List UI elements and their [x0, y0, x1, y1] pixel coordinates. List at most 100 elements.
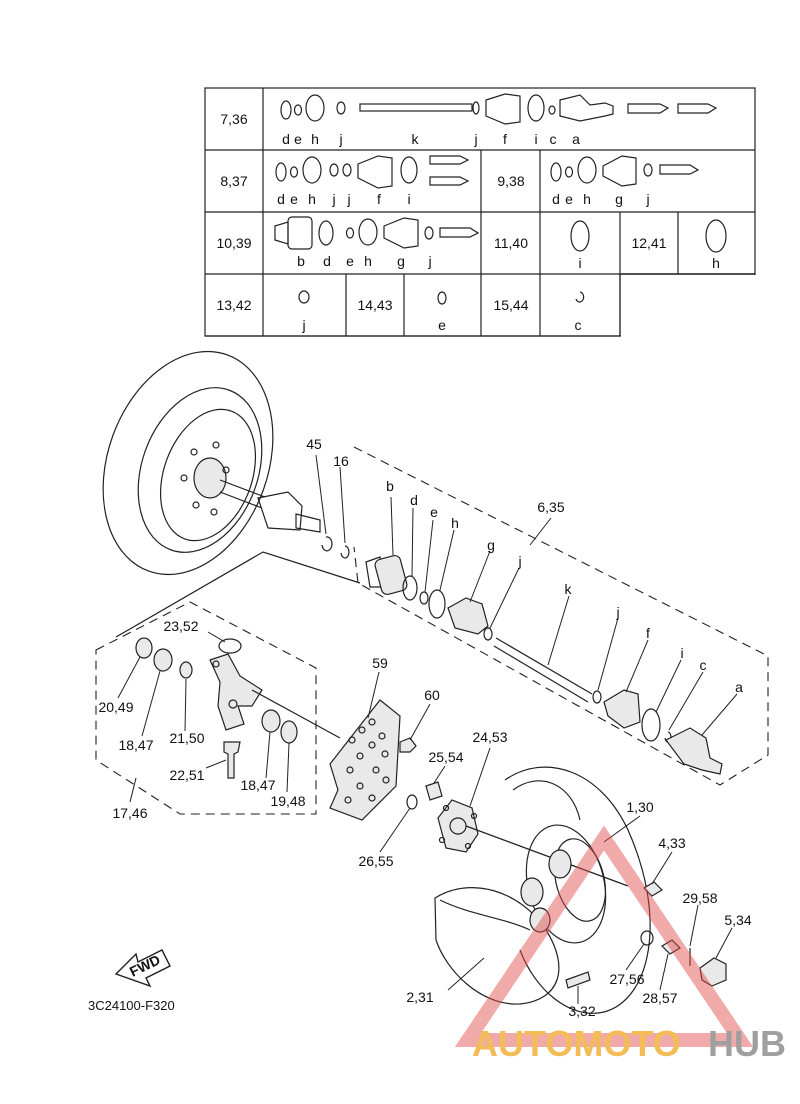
clip-45 [315, 454, 333, 552]
svg-text:d: d [323, 253, 331, 269]
table-ref-10-39: 10,39 [216, 235, 251, 251]
callout-25-54: 25,54 [428, 749, 463, 765]
knuckle-axis-line [251, 689, 341, 739]
callout-c: c [700, 657, 707, 673]
svg-text:j: j [427, 253, 431, 269]
svg-text:h: h [364, 253, 372, 269]
svg-text:b: b [297, 253, 305, 269]
callout-24-53: 24,53 [472, 729, 507, 745]
svg-text:j: j [645, 191, 649, 207]
callout-29-58: 29,58 [682, 890, 717, 906]
svg-text:c: c [550, 131, 557, 147]
lower-wheel-tire [434, 766, 651, 1014]
svg-text:h: h [308, 191, 316, 207]
svg-text:j: j [338, 131, 342, 147]
table-ref-12-41: 12,41 [631, 235, 666, 251]
upper-drive-shaft [219, 479, 321, 533]
svg-text:e: e [565, 191, 573, 207]
svg-text:h: h [583, 191, 591, 207]
svg-text:a: a [572, 131, 580, 147]
band-h [428, 529, 455, 619]
svg-text:c: c [575, 317, 582, 333]
brake-disc-59 [329, 671, 401, 821]
row-7-36-letters: d e h j k j f i c a [282, 131, 580, 147]
row-9-38-parts [550, 155, 700, 187]
ring-d [402, 507, 418, 601]
upper-tire [102, 350, 274, 576]
callout-18-47-right: 18,47 [240, 777, 275, 793]
nut-4-33 [643, 851, 673, 897]
wheel-hub-24-53 [437, 747, 629, 887]
knuckle-group-outline [95, 601, 317, 815]
fwd-arrow-icon: FWD [114, 949, 171, 988]
row-10-39-parts [274, 216, 480, 250]
svg-text:f: f [377, 191, 381, 207]
parts-table: 7,36 8,37 9,38 10,39 11,40 12,41 13,42 1… [204, 87, 761, 345]
joint-a [665, 693, 738, 775]
svg-text:e: e [290, 191, 298, 207]
callout-5-34: 5,34 [724, 912, 751, 928]
watermark-logo: AUTOMOTO HUB [454, 825, 786, 1064]
callout-28-57: 28,57 [642, 990, 677, 1006]
washer-27-56 [625, 930, 654, 971]
callout-b: b [386, 478, 394, 494]
cotter-pin-29-58 [689, 904, 699, 966]
callout-3-32: 3,32 [568, 1003, 595, 1019]
callout-16: 16 [333, 453, 349, 469]
boot-g [447, 550, 491, 635]
callout-60: 60 [424, 687, 440, 703]
callout-27-56: 27,56 [609, 971, 644, 987]
joint-b [365, 496, 408, 596]
band-i [641, 659, 682, 742]
row-8-37-letters: d e h j j f i [277, 191, 410, 207]
svg-text:g: g [397, 253, 405, 269]
clip-j-left [483, 567, 520, 641]
callout-e: e [430, 504, 438, 520]
svg-text:d: d [282, 131, 290, 147]
callout-45: 45 [306, 436, 322, 452]
callout-f: f [646, 625, 650, 641]
callout-4-33: 4,33 [658, 835, 685, 851]
callout-1-30: 1,30 [626, 799, 653, 815]
table-ref-14-43: 14,43 [357, 297, 392, 313]
steering-knuckle [209, 653, 263, 731]
svg-text:h: h [712, 255, 720, 271]
svg-text:j: j [473, 131, 477, 147]
callout-2-31: 2,31 [406, 989, 433, 1005]
callout-19-48: 19,48 [270, 793, 305, 809]
clip-j-right [592, 617, 619, 704]
callout-22-51: 22,51 [169, 767, 204, 783]
svg-text:j: j [331, 191, 335, 207]
single-part-cells: i h j e c [298, 219, 727, 333]
row-9-38-letters: d e h g j [552, 191, 649, 207]
svg-text:f: f [503, 131, 507, 147]
watermark-text-part2: HUB [708, 1023, 786, 1064]
table-ref-13-42: 13,42 [216, 297, 251, 313]
bolt-60 [399, 703, 431, 753]
ball-joint-22-51 [205, 741, 241, 779]
diagram-code: 3C24100-F320 [88, 998, 175, 1013]
watermark-text-part1: AUTOMOTO [472, 1023, 681, 1064]
ring-26-55 [379, 794, 418, 853]
clip-23-52 [207, 631, 242, 654]
table-ref-15-44: 15,44 [493, 297, 528, 313]
seal-20-49 [117, 637, 153, 699]
bearing-18-47-left [141, 648, 173, 737]
svg-text:d: d [552, 191, 560, 207]
callout-g: g [487, 537, 495, 553]
callout-j-left: j [517, 553, 521, 569]
svg-text:g: g [615, 191, 623, 207]
nut-28-57 [659, 939, 681, 991]
callout-20-49: 20,49 [98, 699, 133, 715]
shaft-assembly-outline [353, 446, 769, 786]
bolt-25-54 [425, 765, 446, 801]
collar-21-50 [179, 661, 193, 732]
svg-text:i: i [534, 131, 537, 147]
valve-3-32 [565, 971, 591, 1004]
table-ref-9-38: 9,38 [497, 173, 524, 189]
svg-text:i: i [407, 191, 410, 207]
lower-wheel-rim [520, 815, 641, 944]
svg-text:e: e [294, 131, 302, 147]
svg-text:j: j [301, 317, 305, 333]
